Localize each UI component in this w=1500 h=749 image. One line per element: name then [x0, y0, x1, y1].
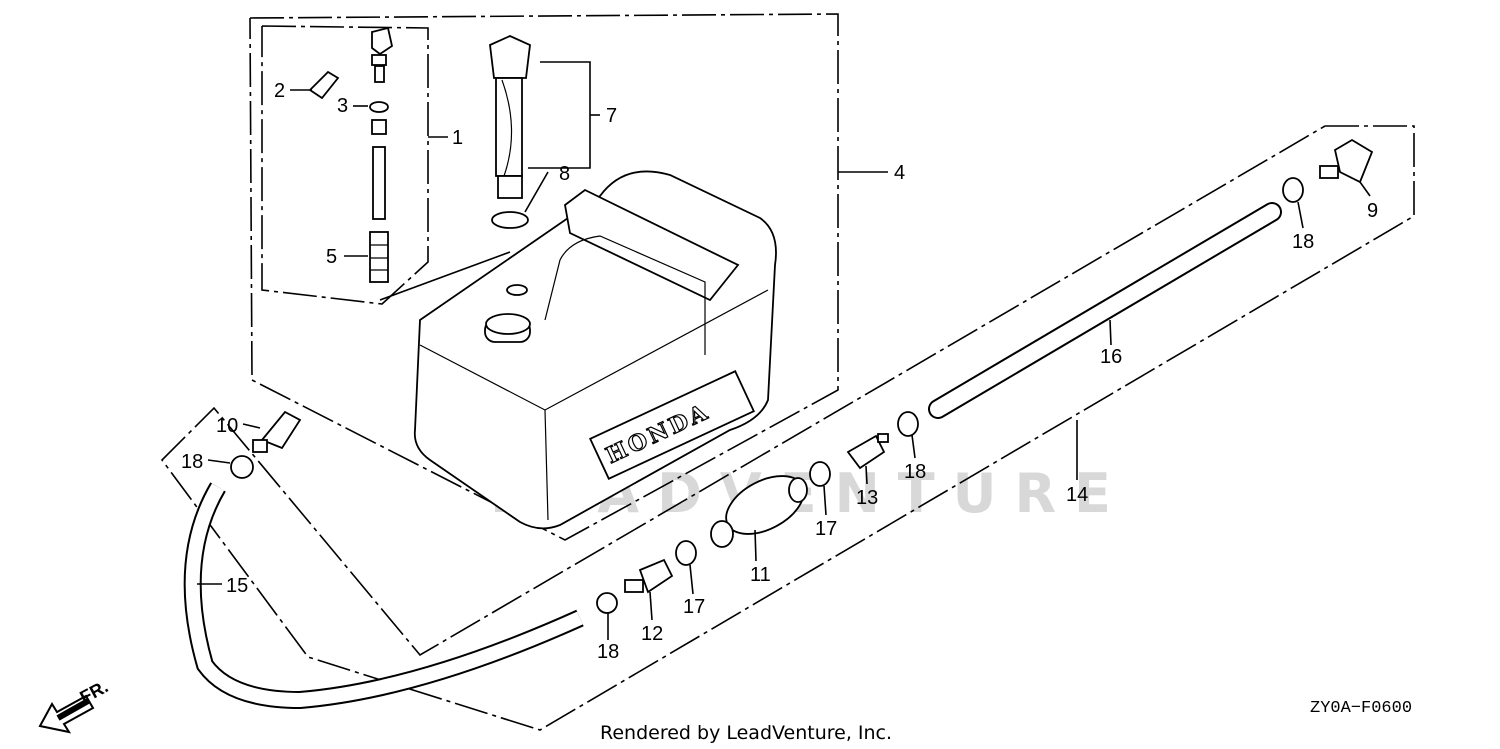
- callouts: 2 3 1 5 4 7 8 9 18 16 14 18 13 17 11 17 …: [181, 80, 1378, 663]
- fuel-gauge: [489, 35, 531, 229]
- clip-18-left: [230, 455, 254, 479]
- callout-17-top: 17: [815, 518, 837, 540]
- callout-2: 2: [274, 80, 285, 102]
- callout-16: 16: [1100, 346, 1122, 368]
- group-4-frame: [249, 13, 839, 541]
- fuel-line: [183, 138, 1374, 710]
- callout-11: 11: [750, 564, 771, 586]
- callout-7: 7: [606, 105, 617, 127]
- diagram-code: ZY0A−F0600: [1310, 699, 1412, 718]
- clip-18-mid: [897, 411, 919, 437]
- fuel-joint-parts: [308, 26, 394, 283]
- clip-18-bottom: [596, 592, 618, 614]
- group-14-frame: [160, 125, 1415, 731]
- callout-1: 1: [452, 127, 463, 149]
- group-1-frame: [261, 25, 429, 305]
- brand-plate: [589, 370, 755, 480]
- fuel-tank: HONDA: [413, 170, 777, 530]
- callout-3: 3: [337, 95, 348, 117]
- front-direction-arrow: FR.: [38, 676, 111, 734]
- callout-14: 14: [1066, 484, 1088, 506]
- callout-18-mid: 18: [904, 461, 926, 483]
- credit-text: Rendered by LeadVenture, Inc.: [600, 722, 892, 744]
- callout-4: 4: [894, 162, 905, 184]
- callout-15: 15: [226, 575, 248, 597]
- callout-13: 13: [856, 487, 878, 509]
- callout-5: 5: [326, 246, 337, 268]
- leader-lines: [197, 61, 1371, 640]
- callout-10: 10: [216, 415, 238, 437]
- gauge-port: [506, 284, 528, 296]
- callout-18-left: 18: [181, 451, 203, 473]
- callout-18-top: 18: [1292, 231, 1314, 253]
- clip-17-top: [809, 461, 831, 487]
- callout-18-bottom: 18: [597, 641, 619, 663]
- callout-8: 8: [559, 163, 570, 185]
- clip-17-bottom: [675, 540, 697, 566]
- gauge-seal: [491, 211, 529, 229]
- callout-17-bottom: 17: [683, 596, 705, 618]
- clip-18-top: [1282, 177, 1304, 203]
- callout-9: 9: [1367, 200, 1378, 222]
- callout-12: 12: [641, 623, 663, 645]
